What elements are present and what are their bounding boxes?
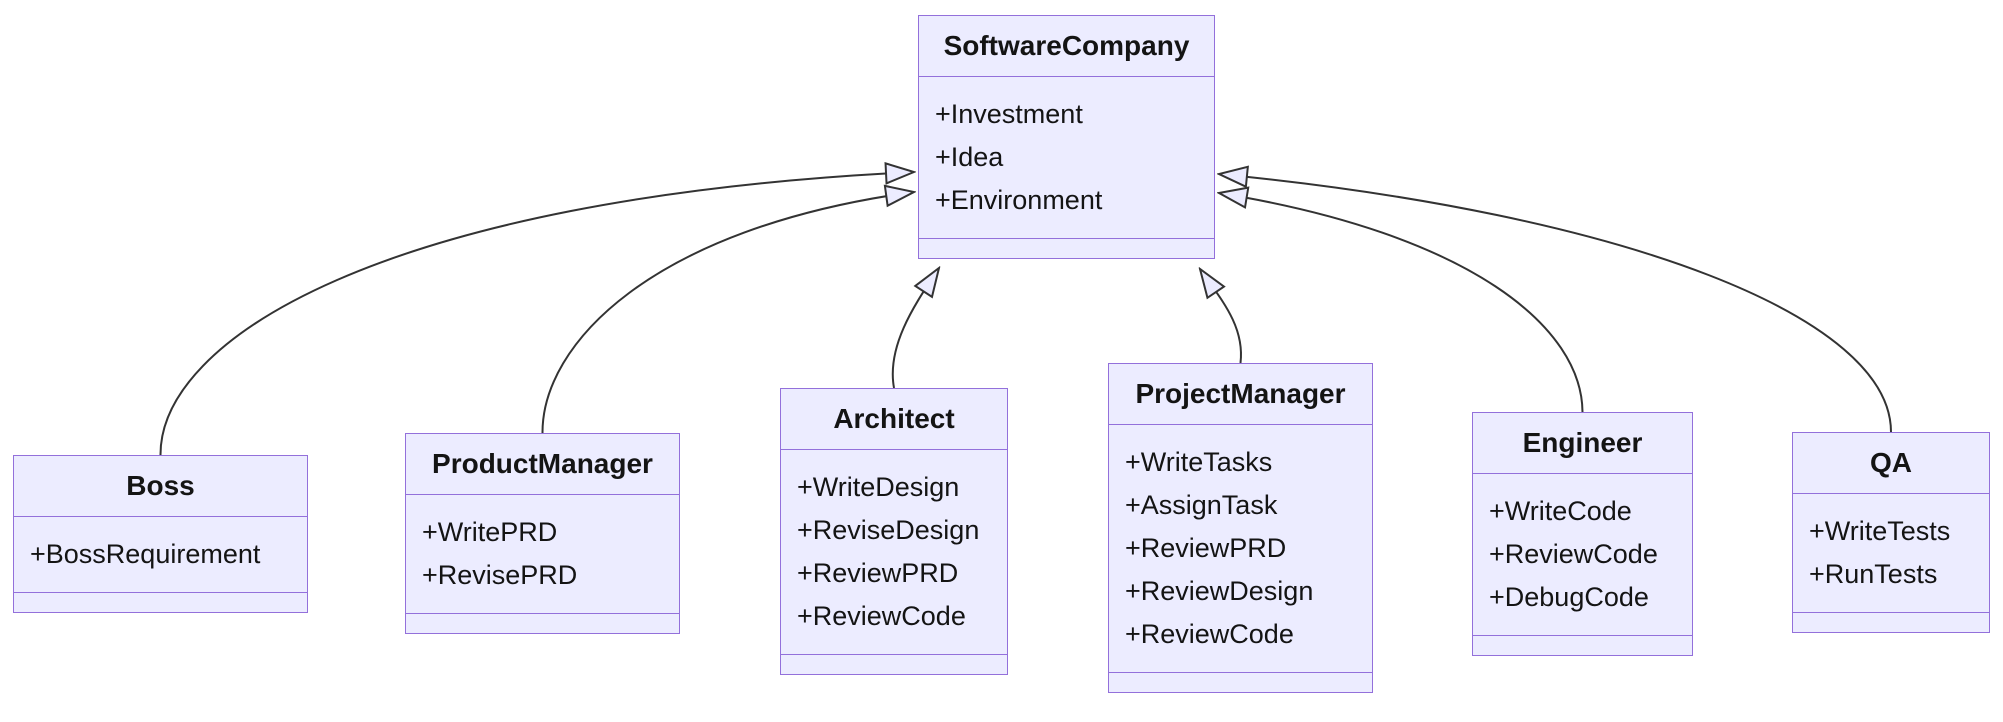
- class-member: +AssignTask: [1125, 490, 1278, 520]
- inheritance-edge-qa-to-softwarecompany: [1219, 174, 1892, 433]
- class-title: SoftwareCompany: [919, 16, 1214, 77]
- class-box-productmanager: ProductManager +WritePRD +RevisePRD: [405, 433, 680, 634]
- class-methods-empty: [1473, 635, 1692, 655]
- class-box-projectmanager: ProjectManager +WriteTasks +AssignTask +…: [1108, 363, 1373, 693]
- class-box-engineer: Engineer +WriteCode +ReviewCode +DebugCo…: [1472, 412, 1693, 656]
- class-box-architect: Architect +WriteDesign +ReviseDesign +Re…: [780, 388, 1008, 675]
- class-title: Boss: [14, 456, 307, 517]
- inheritance-edge-boss-to-softwarecompany: [159, 172, 914, 456]
- class-member: +Investment: [935, 99, 1083, 129]
- class-member: +BossRequirement: [30, 539, 261, 569]
- class-member: +Environment: [935, 185, 1103, 215]
- class-members: +WritePRD +RevisePRD: [406, 495, 679, 613]
- inheritance-edge-productmanager-to-softwarecompany: [541, 192, 914, 434]
- class-member: +WriteDesign: [797, 472, 960, 502]
- class-member: +ReviseDesign: [797, 515, 980, 545]
- class-member: +RunTests: [1809, 559, 1938, 589]
- class-title: ProjectManager: [1109, 364, 1372, 425]
- class-methods-empty: [406, 613, 679, 633]
- class-member: +WriteCode: [1489, 496, 1632, 526]
- class-member: +ReviewPRD: [797, 558, 959, 588]
- class-title: Architect: [781, 389, 1007, 450]
- class-member: +RevisePRD: [422, 560, 578, 590]
- class-methods-empty: [1793, 612, 1989, 632]
- class-member: +DebugCode: [1489, 582, 1649, 612]
- inheritance-edge-projectmanager-to-softwarecompany: [1200, 269, 1242, 364]
- class-member: +ReviewCode: [1125, 619, 1294, 649]
- class-member: +ReviewPRD: [1125, 533, 1287, 563]
- class-methods-empty: [781, 654, 1007, 674]
- class-title: ProductManager: [406, 434, 679, 495]
- class-members: +WriteCode +ReviewCode +DebugCode: [1473, 474, 1692, 635]
- class-members: +Investment +Idea +Environment: [919, 77, 1214, 238]
- class-box-qa: QA +WriteTests +RunTests: [1792, 432, 1990, 633]
- class-members: +WriteDesign +ReviseDesign +ReviewPRD +R…: [781, 450, 1007, 654]
- class-member: +WritePRD: [422, 517, 558, 547]
- class-members: +WriteTests +RunTests: [1793, 494, 1989, 612]
- inheritance-edge-architect-to-softwarecompany: [891, 268, 939, 389]
- class-member: +WriteTasks: [1125, 447, 1273, 477]
- class-members: +WriteTasks +AssignTask +ReviewPRD +Revi…: [1109, 425, 1372, 672]
- inheritance-edge-engineer-to-softwarecompany: [1219, 193, 1584, 413]
- class-member: +ReviewDesign: [1125, 576, 1314, 606]
- class-member: +ReviewCode: [1489, 539, 1658, 569]
- class-methods-empty: [1109, 672, 1372, 692]
- class-member: +ReviewCode: [797, 601, 966, 631]
- class-title: QA: [1793, 433, 1989, 494]
- class-member: +WriteTests: [1809, 516, 1951, 546]
- class-box-softwarecompany: SoftwareCompany +Investment +Idea +Envir…: [918, 15, 1215, 259]
- class-methods-empty: [919, 238, 1214, 258]
- class-methods-empty: [14, 592, 307, 612]
- class-title: Engineer: [1473, 413, 1692, 474]
- class-members: +BossRequirement: [14, 517, 307, 592]
- class-member: +Idea: [935, 142, 1004, 172]
- class-box-boss: Boss +BossRequirement: [13, 455, 308, 613]
